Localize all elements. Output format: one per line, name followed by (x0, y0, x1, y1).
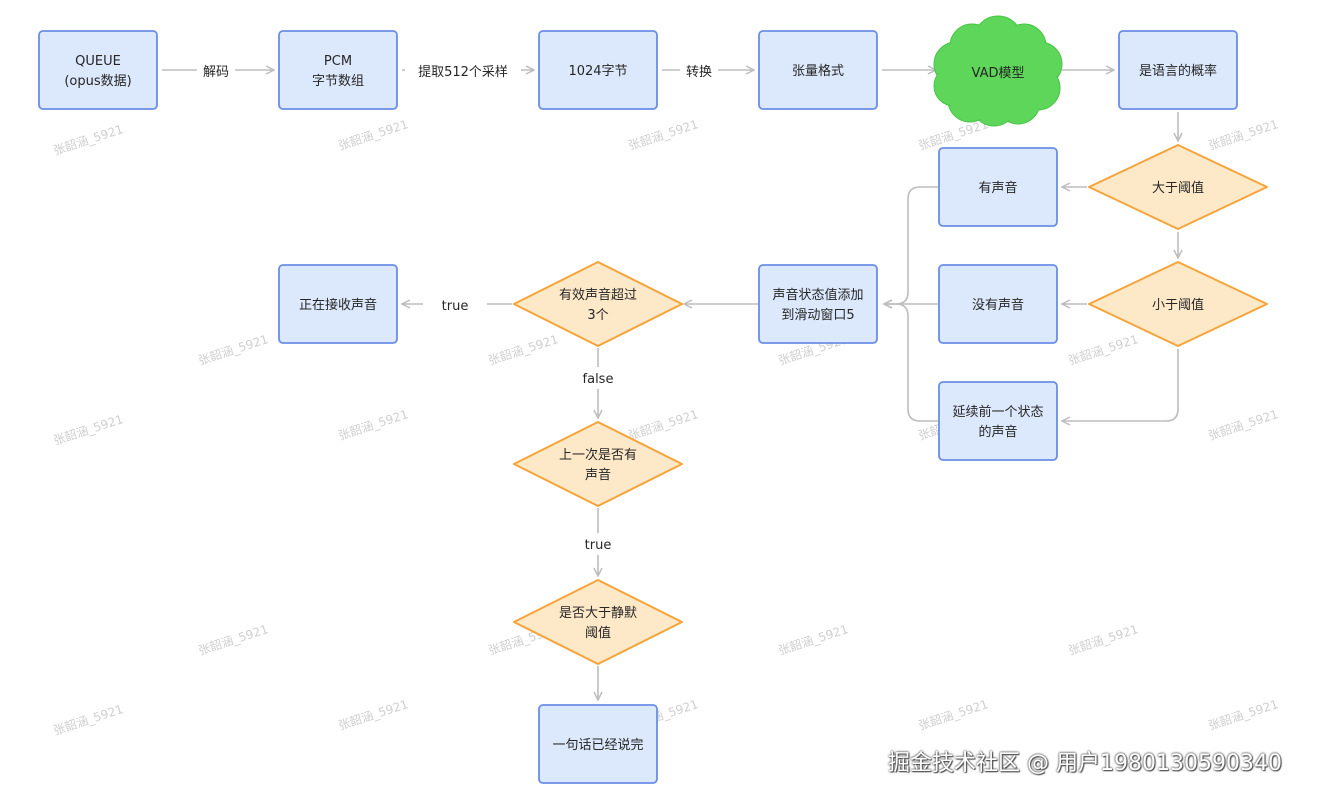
process-box (938, 147, 1058, 227)
process-box (938, 264, 1058, 344)
edge-label: false (583, 372, 614, 387)
node-tensor[interactable]: 张量格式 (758, 30, 878, 110)
process-box (538, 30, 658, 110)
node-pcm[interactable]: PCM 字节数组 (278, 30, 398, 110)
decision-diamond (513, 421, 683, 507)
node-label-pcm-1: PCM (324, 54, 352, 69)
watermark-text: 张韶涵_5921 (1206, 406, 1280, 443)
node-label-window-2: 到滑动窗口5 (781, 307, 854, 323)
edge-label: 转换 (686, 65, 712, 80)
edge-lt-continue (1062, 349, 1179, 421)
node-label-gt_silence-1: 是否大于静默 (559, 605, 637, 621)
edge-label-bg (423, 294, 487, 316)
watermark-text: 张韶涵_5921 (486, 331, 560, 368)
edge-label: 提取512个采样 (418, 64, 508, 80)
watermark-text: 张韶涵_5921 (51, 701, 125, 738)
watermark-text: 张韶涵_5921 (51, 411, 125, 448)
node-label-gt_silence-2: 阈值 (585, 625, 611, 641)
process-box (278, 264, 398, 344)
node-no_sound[interactable]: 没有声音 (938, 264, 1058, 344)
watermark-text: 张韶涵_5921 (51, 121, 125, 158)
edge-has-window (884, 186, 938, 304)
node-bytes1024[interactable]: 1024字节 (538, 30, 658, 110)
process-box (278, 30, 398, 110)
watermark-text: 张韶涵_5921 (1206, 696, 1280, 733)
node-label-gt_threshold-1: 大于阈值 (1152, 180, 1204, 196)
decision-diamond (513, 579, 683, 665)
edge-continue-window (895, 303, 938, 422)
edge-label-bg (405, 60, 521, 82)
watermark-text: 张韶涵_5921 (1066, 621, 1140, 658)
node-prob[interactable]: 是语言的概率 (1118, 30, 1238, 110)
edge-label-bg (566, 533, 630, 555)
node-valid_over3[interactable]: 有效声音超过 3个 (513, 261, 683, 347)
edge-label-bg (559, 367, 637, 389)
node-label-last_had-1: 上一次是否有 (559, 447, 637, 463)
node-receiving[interactable]: 正在接收声音 (278, 264, 398, 344)
edge-label: 解码 (203, 65, 229, 80)
node-label-valid_over3-1: 有效声音超过 (559, 287, 637, 303)
edge-label-bg (197, 60, 235, 82)
watermark-text: 张韶涵_5921 (196, 331, 270, 368)
edge-label-bg (680, 60, 718, 82)
watermark-text: 张韶涵_5921 (336, 116, 410, 153)
site-watermark: 掘金技术社区 @ 用户1980130590340 (888, 751, 1282, 776)
edge-label: true (442, 299, 469, 314)
watermark-text: 张韶涵_5921 (336, 696, 410, 733)
node-queue[interactable]: QUEUE (opus数据) (38, 30, 158, 110)
process-box (1118, 30, 1238, 110)
node-label-continue_prev-1: 延续前一个状态 (952, 404, 1043, 420)
node-lt_threshold[interactable]: 小于阈值 (1088, 261, 1268, 347)
node-label-last_had-2: 声音 (585, 467, 611, 483)
node-gt_threshold[interactable]: 大于阈值 (1088, 144, 1268, 230)
decision-diamond (1088, 144, 1268, 230)
node-finished[interactable]: 一句话已经说完 (538, 704, 658, 784)
process-box (938, 381, 1058, 461)
node-label-tensor-1: 张量格式 (792, 63, 844, 79)
node-label-valid_over3-2: 3个 (587, 308, 608, 323)
node-label-pcm-2: 字节数组 (312, 74, 364, 89)
watermark-text: 张韶涵_5921 (1066, 331, 1140, 368)
node-label-queue-1: QUEUE (75, 54, 121, 69)
node-label-vad-1: VAD模型 (972, 66, 1025, 81)
node-label-finished-1: 一句话已经说完 (552, 738, 643, 753)
watermark-text: 张韶涵_5921 (626, 406, 700, 443)
node-label-continue_prev-2: 的声音 (978, 424, 1017, 440)
decision-diamond (513, 261, 683, 347)
process-box (758, 264, 878, 344)
decision-diamond (1088, 261, 1268, 347)
process-box (758, 30, 878, 110)
process-box (38, 30, 158, 110)
edge-label: true (585, 538, 612, 553)
node-label-lt_threshold-1: 小于阈值 (1152, 297, 1204, 313)
watermark-text: 张韶涵_5921 (626, 116, 700, 153)
cloud-shape (933, 15, 1063, 127)
watermark-text: 张韶涵_5921 (1206, 116, 1280, 153)
watermark-text: 张韶涵_5921 (336, 406, 410, 443)
node-label-bytes1024-1: 1024字节 (568, 64, 627, 79)
node-label-no_sound-1: 没有声音 (972, 297, 1024, 313)
watermark-text: 张韶涵_5921 (776, 621, 850, 658)
node-label-receiving-1: 正在接收声音 (299, 297, 377, 313)
node-has_sound[interactable]: 有声音 (938, 147, 1058, 227)
node-label-has_sound-1: 有声音 (978, 180, 1017, 196)
watermark-text: 张韶涵_5921 (916, 696, 990, 733)
node-label-window-1: 声音状态值添加 (772, 287, 863, 303)
node-label-queue-2: (opus数据) (64, 74, 131, 89)
node-label-prob-1: 是语言的概率 (1139, 63, 1217, 79)
watermark-text: 张韶涵_5921 (196, 621, 270, 658)
node-vad[interactable]: VAD模型 (933, 15, 1063, 127)
process-box (538, 704, 658, 784)
